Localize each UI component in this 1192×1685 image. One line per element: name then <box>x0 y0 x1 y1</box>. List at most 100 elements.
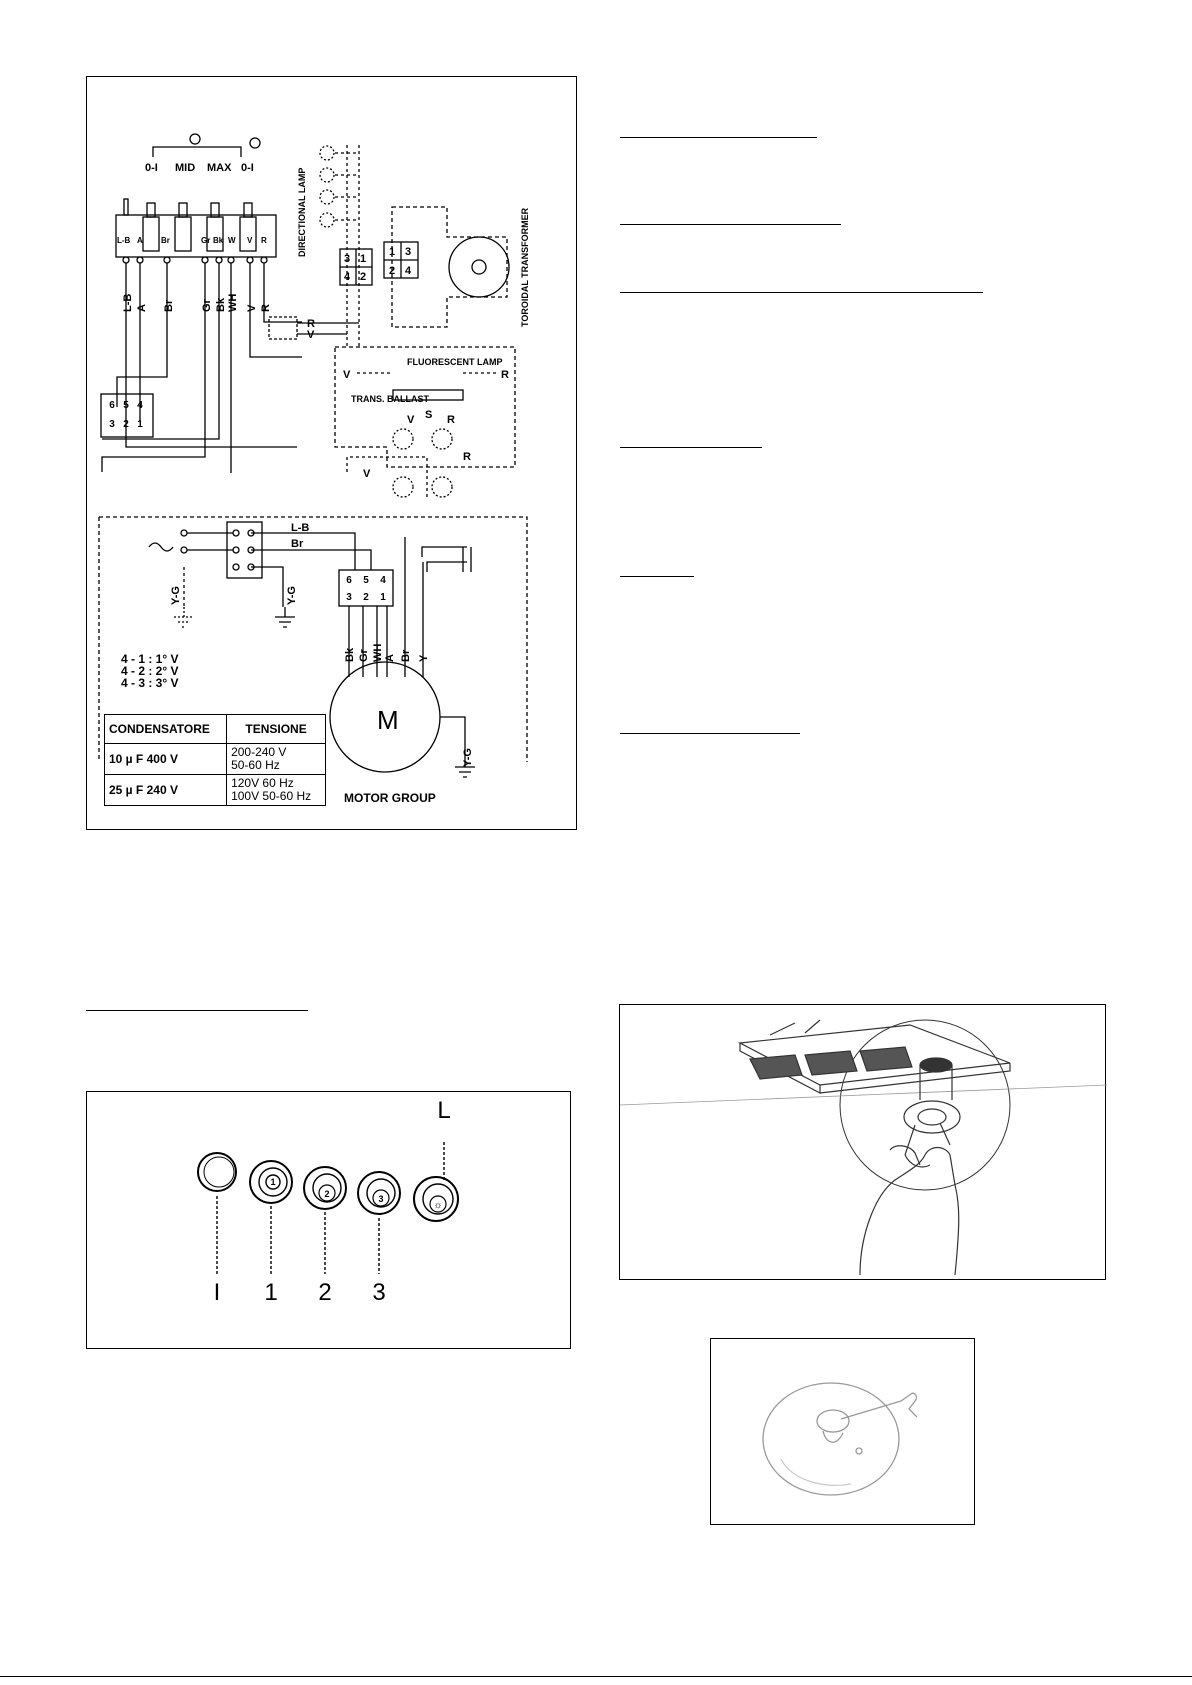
connector-number: 2 <box>389 265 395 277</box>
toroidal-transformer-label: TOROIDAL TRANSFORMER <box>520 207 530 327</box>
heading-rule <box>620 137 817 138</box>
motor-wire-label: Br <box>400 649 412 662</box>
motor-wire-label: Gr <box>358 648 370 662</box>
label-light: L <box>437 1097 450 1124</box>
plug-number: 6 <box>109 400 115 411</box>
terminal-label: A <box>137 236 143 245</box>
connector-number: 1 <box>389 246 395 258</box>
ground-label: Y-G <box>170 586 182 605</box>
knob-number: 2 <box>324 1189 329 1199</box>
wiring-diagram-frame: 0-I MID MAX 0-I L-B A Br Gr Bk W V R L-B… <box>86 76 577 830</box>
capacitor-table: CONDENSATORE TENSIONE 10 µ F 400 V 200-2… <box>103 714 326 806</box>
connector-number: 3 <box>344 253 350 265</box>
wire-label: Br <box>163 299 175 312</box>
terminal-label: Br <box>161 236 170 245</box>
wire-letter: V <box>407 414 415 426</box>
wiring-diagram: 0-I MID MAX 0-I L-B A Br Gr Bk W V R L-B… <box>98 133 530 805</box>
connector-number: 4 <box>344 271 351 283</box>
voltage-line: 4 - 3 : 3° V <box>121 676 179 690</box>
heading-rule <box>86 1010 308 1011</box>
motor-wire-label: Bk <box>344 647 356 662</box>
trans-ballast-label: TRANS. BALLAST <box>351 394 429 404</box>
light-icon: ☼ <box>433 1200 442 1211</box>
lamp-replacement-illustration <box>619 1019 1108 1276</box>
suction-cup-frame <box>710 1338 975 1525</box>
directional-lamp-label: DIRECTIONAL LAMP <box>297 168 307 257</box>
plug-number: 6 <box>346 575 352 586</box>
wire-label: R <box>260 304 272 312</box>
wire-letter: R <box>501 369 509 381</box>
wire-label: V <box>246 304 258 312</box>
plug-number: 3 <box>346 592 352 603</box>
wire-letter: R <box>447 414 455 426</box>
plug-number: 3 <box>109 419 115 430</box>
table-cell-line: 50-60 Hz <box>231 758 280 772</box>
main-wire-label: Br <box>291 538 304 550</box>
connector-number: 2 <box>360 271 366 283</box>
speed-label: MAX <box>207 162 232 174</box>
wire-label: Gr <box>201 298 213 312</box>
label-speed-1: 1 <box>264 1279 277 1306</box>
heading-rule <box>620 224 841 225</box>
voltage-line: 4 - 1 : 1° V <box>121 652 179 666</box>
plug-number: 5 <box>363 575 369 586</box>
heading-rule <box>620 576 694 577</box>
wire-letter: R <box>463 451 471 463</box>
main-wire-label: L-B <box>291 522 309 534</box>
speed-label: 0-I <box>145 162 158 174</box>
table-header: TENSIONE <box>226 714 326 744</box>
wire-letter: V <box>363 468 371 480</box>
wire-label: Bk <box>215 297 227 312</box>
table-cell-line: 200-240 V <box>231 745 287 759</box>
heading-rule <box>620 292 983 293</box>
table-cell: 200-240 V 50-60 Hz <box>226 743 326 775</box>
speed-label: MID <box>175 162 195 174</box>
label-speed-2: 2 <box>318 1279 331 1306</box>
wire-letter: V <box>307 329 315 341</box>
ground-label: Y-G <box>462 748 474 767</box>
suction-cup-illustration <box>762 1382 918 1496</box>
wire-letter: S <box>425 409 432 421</box>
terminal-label: W <box>228 236 236 245</box>
wire-label: A <box>136 304 148 312</box>
plug-number: 1 <box>380 592 386 603</box>
fluorescent-lamp-label: FLUORESCENT LAMP <box>407 357 503 367</box>
connector-number: 3 <box>405 246 411 258</box>
motor-wire-label: WH <box>372 644 384 662</box>
control-panel-frame: 1 2 3 ☼ L I 1 2 3 <box>86 1091 571 1349</box>
terminal-label: L-B <box>117 236 131 245</box>
wire-label: L-B <box>122 294 134 312</box>
table-cell-line: 100V 50-60 Hz <box>231 789 312 803</box>
plug-number: 4 <box>137 400 143 411</box>
terminal-label: V <box>247 236 253 245</box>
wire-label: WH <box>227 294 239 312</box>
plug-number: 2 <box>363 592 369 603</box>
motor-wire-label: A <box>384 654 396 662</box>
label-speed-3: 3 <box>372 1279 385 1306</box>
motor-letter: M <box>377 705 399 735</box>
lamp-illustration-frame <box>619 1004 1108 1280</box>
table-cell: 120V 60 Hz 100V 50-60 Hz <box>226 774 326 806</box>
knob-number: 1 <box>270 1177 275 1187</box>
table-cell: 10 µ F 400 V <box>103 743 228 775</box>
page-bottom-rule <box>0 1676 1192 1677</box>
motor-group-label: MOTOR GROUP <box>344 791 436 805</box>
ground-label: Y-G <box>286 586 298 605</box>
connector-number: 4 <box>405 265 412 277</box>
wire-letter: R <box>307 318 315 330</box>
terminal-label: Gr <box>201 236 210 245</box>
terminal-label: R <box>261 236 267 245</box>
motor-wire-label: Y <box>418 654 430 662</box>
plug-number: 5 <box>123 400 129 411</box>
speed-label: 0-I <box>241 162 254 174</box>
table-cell: 25 µ F 240 V <box>103 774 228 806</box>
control-panel: 1 2 3 ☼ L I 1 2 3 <box>197 1097 459 1306</box>
voltage-line: 4 - 2 : 2° V <box>121 664 179 678</box>
table-header: CONDENSATORE <box>103 714 228 744</box>
connector-number: 1 <box>360 253 366 265</box>
heading-rule <box>620 447 762 448</box>
terminal-label: Bk <box>213 236 224 245</box>
plug-number: 2 <box>123 419 129 430</box>
plug-number: 4 <box>380 575 386 586</box>
plug-number: 1 <box>137 419 143 430</box>
